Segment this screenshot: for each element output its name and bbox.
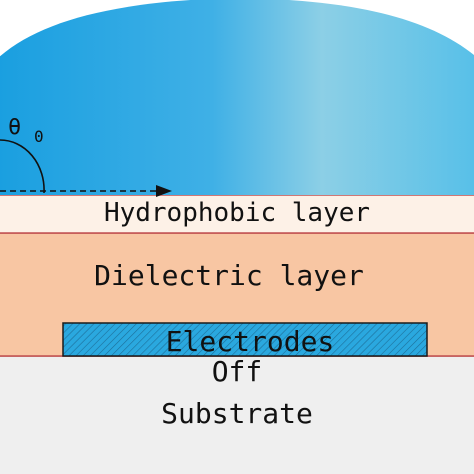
contact-angle-arc [0, 139, 45, 194]
state-label: Off [212, 355, 263, 388]
baseline-arrow-head [156, 185, 172, 197]
theta-symbol: θ [8, 115, 21, 140]
hydrophobic-layer-label: Hydrophobic layer [104, 198, 370, 228]
electrodes-label: Electrodes [166, 325, 335, 358]
substrate-label: Substrate [161, 397, 313, 430]
theta-subscript: 0 [34, 127, 44, 146]
dielectric-layer-label: Dielectric layer [94, 259, 364, 292]
water-droplet [0, 0, 474, 195]
hydrophobic-layer [0, 194, 474, 234]
electrode-block [62, 322, 428, 357]
